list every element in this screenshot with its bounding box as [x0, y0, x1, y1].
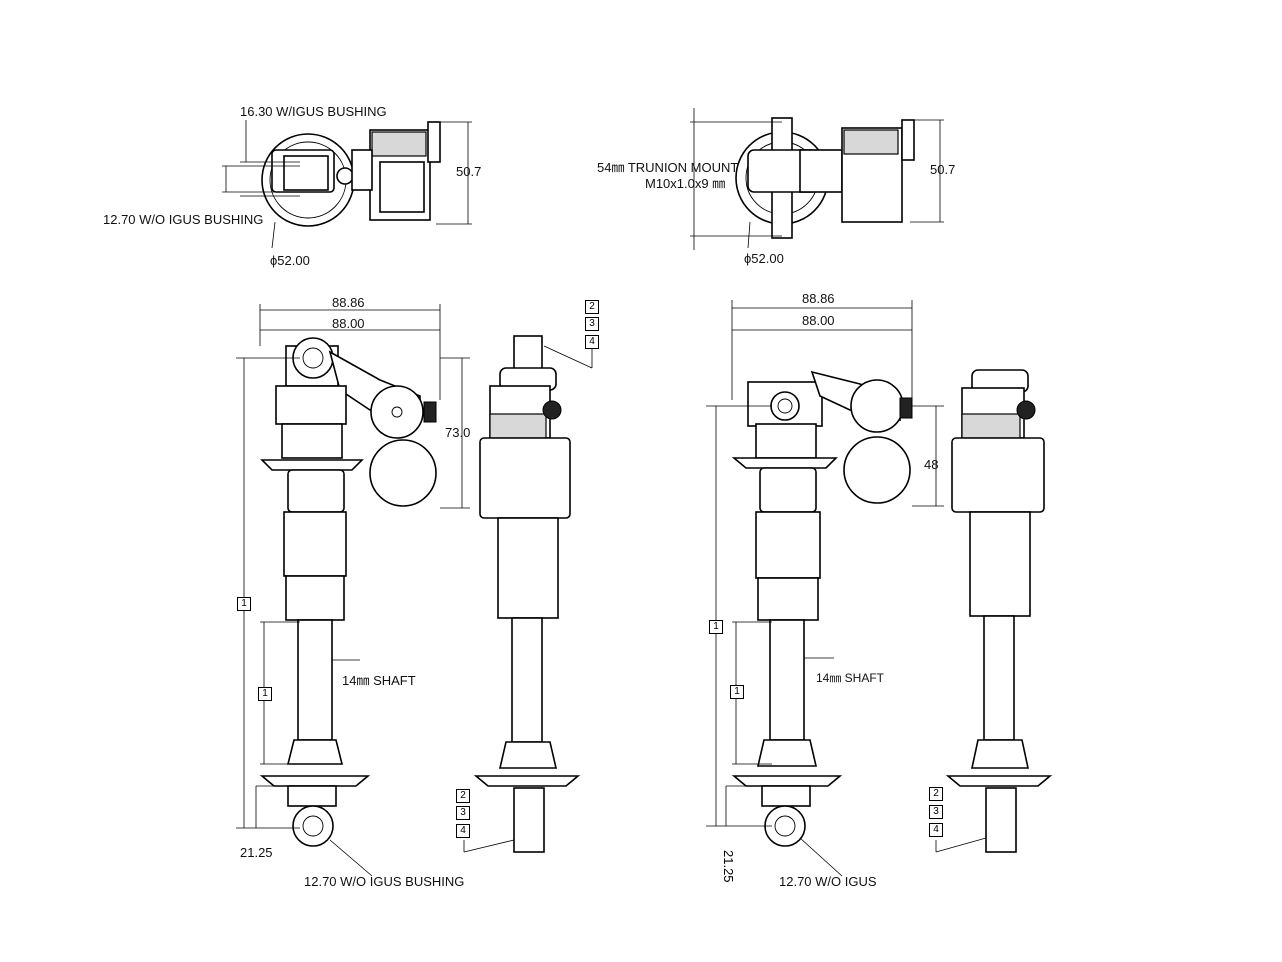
left-side-view [463, 335, 593, 853]
right-shaft-label: 14㎜ SHAFT [816, 671, 885, 685]
right-side-ref-bottom-4: 4 [929, 823, 943, 837]
right-diameter-label: ϕ52.00 [744, 251, 784, 266]
right-width-inner-label: 88.00 [802, 313, 835, 328]
left-ref-box-1: 1 [237, 597, 251, 611]
right-ref-box-1b: 1 [730, 685, 744, 699]
right-top-height-label: 50.7 [930, 162, 956, 177]
left-width-inner-label: 88.00 [332, 316, 365, 331]
right-trunion-label: 54㎜ TRUNION MOUNT [597, 160, 739, 175]
left-top-view [222, 120, 472, 249]
left-bushing-with-label: 16.30 W/IGUS BUSHING [240, 104, 387, 119]
left-eye-offset-label: 21.25 [240, 845, 273, 860]
left-top-height-label: 50.7 [456, 164, 482, 179]
right-front-view [706, 300, 944, 877]
left-side-ref-4: 4 [585, 335, 599, 349]
left-bushing-without-label: 12.70 W/O IGUS BUSHING [103, 212, 264, 227]
right-height-right-label: 48 [924, 457, 939, 472]
left-front-view [236, 304, 470, 877]
left-side-ref-bottom-4: 4 [456, 824, 470, 838]
right-width-outer-label: 88.86 [802, 291, 835, 306]
right-side-view [935, 369, 1053, 853]
right-side-ref-bottom-3: 3 [929, 805, 943, 819]
left-ref-box-1b: 1 [258, 687, 272, 701]
left-side-ref-3: 3 [585, 317, 599, 331]
left-width-outer-label: 88.86 [332, 295, 365, 310]
left-bottom-bushing-label: 12.70 W/O IGUS BUSHING [304, 874, 465, 889]
left-side-ref-2: 2 [585, 300, 599, 314]
left-shaft-label: 14㎜ SHAFT [342, 673, 416, 688]
left-side-ref-bottom-3: 3 [456, 806, 470, 820]
right-ref-box-1: 1 [709, 620, 723, 634]
right-thread-label: M10x1.0x9 ㎜ [645, 176, 726, 191]
right-bottom-bushing-label: 12.70 W/O IGUS [779, 874, 877, 889]
left-height-right-label: 73.0 [445, 425, 471, 440]
left-diameter-label: ϕ52.00 [270, 253, 310, 268]
right-eye-offset-label: 21.25 [721, 850, 736, 883]
left-side-ref-bottom-2: 2 [456, 789, 470, 803]
right-top-view [690, 108, 944, 250]
right-side-ref-bottom-2: 2 [929, 787, 943, 801]
